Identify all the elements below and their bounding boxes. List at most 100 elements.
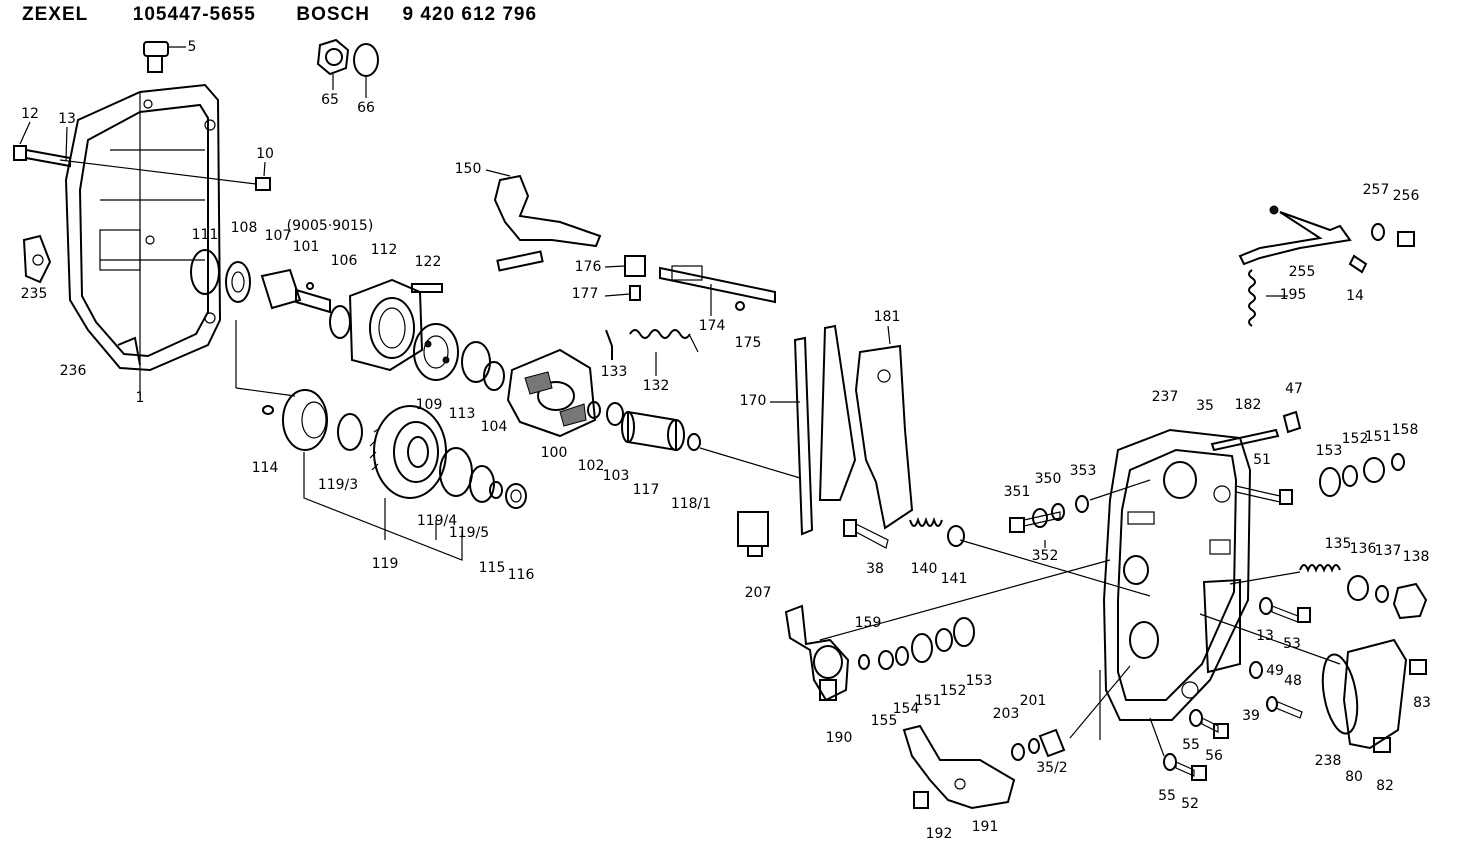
shaft-assembly-107-111 [190,249,331,314]
part-label-150: 150 [455,161,482,177]
spring-140 [909,516,965,547]
bolt-53 [1259,597,1311,623]
part-label-140: 140 [911,561,938,577]
part-label-138: 138 [1403,549,1430,565]
part-label-203: 203 [993,706,1020,722]
screw-10 [59,159,271,191]
part-label-118-1: 118/1 [671,496,711,512]
flyweight-assembly-100 [506,348,597,438]
part-label-151b: 151 [915,693,942,709]
part-label-256: 256 [1393,188,1420,204]
ring-115 [489,481,503,499]
linkage-174-176 [604,255,776,316]
part-label-109: 109 [416,397,443,413]
header-zexel-number: 105447-5655 [132,4,256,25]
seal-stack-upper [1319,453,1405,497]
part-label-49: 49 [1266,663,1284,679]
part-label-104: 104 [481,419,508,435]
guide-line-2 [959,539,1151,597]
part-label-352: 352 [1032,548,1059,564]
part-label-114: 114 [252,460,279,476]
part-label-192: 192 [926,826,953,842]
lever-190 [784,604,850,702]
part-label-111: 111 [192,227,219,243]
header-brand-bosch: BOSCH [296,4,370,25]
nut-65-and-washer-66 [316,38,379,98]
circlip-106 [329,305,351,339]
part-label-152b: 152 [940,683,967,699]
part-label-51: 51 [1253,452,1271,468]
part-label-236: 236 [60,363,87,379]
part-label-13b: 13 [1256,628,1274,644]
part-label-100: 100 [541,445,568,461]
spring-132 [605,329,699,376]
bolt-38 [843,519,889,549]
part-label-136: 136 [1350,541,1377,557]
cover-80-with-gasket-238 [1199,613,1427,753]
part-label-170: 170 [740,393,767,409]
part-label-191: 191 [972,819,999,835]
lever-255 [1238,205,1415,327]
part-label-353: 353 [1070,463,1097,479]
bolt-51 [1235,485,1293,505]
part-label-103: 103 [603,468,630,484]
part-label-80: 80 [1345,769,1363,785]
part-label-176: 176 [575,259,602,275]
part-label-101: 101 [293,239,320,255]
part-label-132: 132 [643,378,670,394]
part-label-66: 66 [357,100,375,116]
part-label-119: 119 [372,556,399,572]
part-label-351: 351 [1004,484,1031,500]
pin-114 [262,405,274,415]
part-label-122: 122 [415,254,442,270]
lever-150 [485,169,602,272]
part-label-190: 190 [826,730,853,746]
part-label-237: 237 [1152,389,1179,405]
part-label-55a: 55 [1182,737,1200,753]
governor-housing-237 [1102,428,1252,721]
part-label-135: 135 [1325,536,1352,552]
bolts-52-56 [1149,709,1229,781]
part-label-47: 47 [1285,381,1303,397]
ring-113 [461,341,491,383]
screw-group-350-353 [1009,479,1151,548]
part-label-116: 116 [508,567,535,583]
part-label-82: 82 [1376,778,1394,794]
part-label-137: 137 [1375,543,1402,559]
part-label-13a: 13 [58,111,76,127]
ring-119-4 [439,447,473,497]
part-label-52: 52 [1181,796,1199,812]
left-housing-cover [64,83,222,396]
gear-leader-bracket [303,452,463,561]
part-label-102: 102 [578,458,605,474]
part-label-175: 175 [735,335,762,351]
part-label-38: 38 [866,561,884,577]
sleeve-group-102-103-117 [587,401,701,452]
part-label-39: 39 [1242,708,1260,724]
part-label-48: 48 [1284,673,1302,689]
part-label-177: 177 [572,286,599,302]
switch-207 [737,511,769,557]
part-label-113: 113 [449,406,476,422]
plate-181 [854,325,914,530]
part-label-257: 257 [1363,182,1390,198]
seal-stack-lower [858,617,975,670]
pin-182-and-plug-47 [1210,410,1302,452]
bracket-235 [22,234,52,284]
adjusting-screw-135-138 [1229,564,1428,620]
part-label-153a: 153 [1316,443,1343,459]
part-label-133: 133 [601,364,628,380]
part-label-201: 201 [1020,693,1047,709]
drawing-header: ZEXEL 105447-5655 BOSCH 9 420 612 796 [22,4,537,30]
part-label-112: 112 [371,242,398,258]
part-label-65: 65 [321,92,339,108]
part-label-83: 83 [1413,695,1431,711]
part-label-1: 1 [136,390,145,406]
header-bosch-number: 9 420 612 796 [402,4,538,25]
header-brand-zexel: ZEXEL [22,4,89,25]
part-label-159: 159 [855,615,882,631]
part-label-174: 174 [699,318,726,334]
bolt-12 [13,121,71,168]
guide-line-3 [819,559,1111,641]
